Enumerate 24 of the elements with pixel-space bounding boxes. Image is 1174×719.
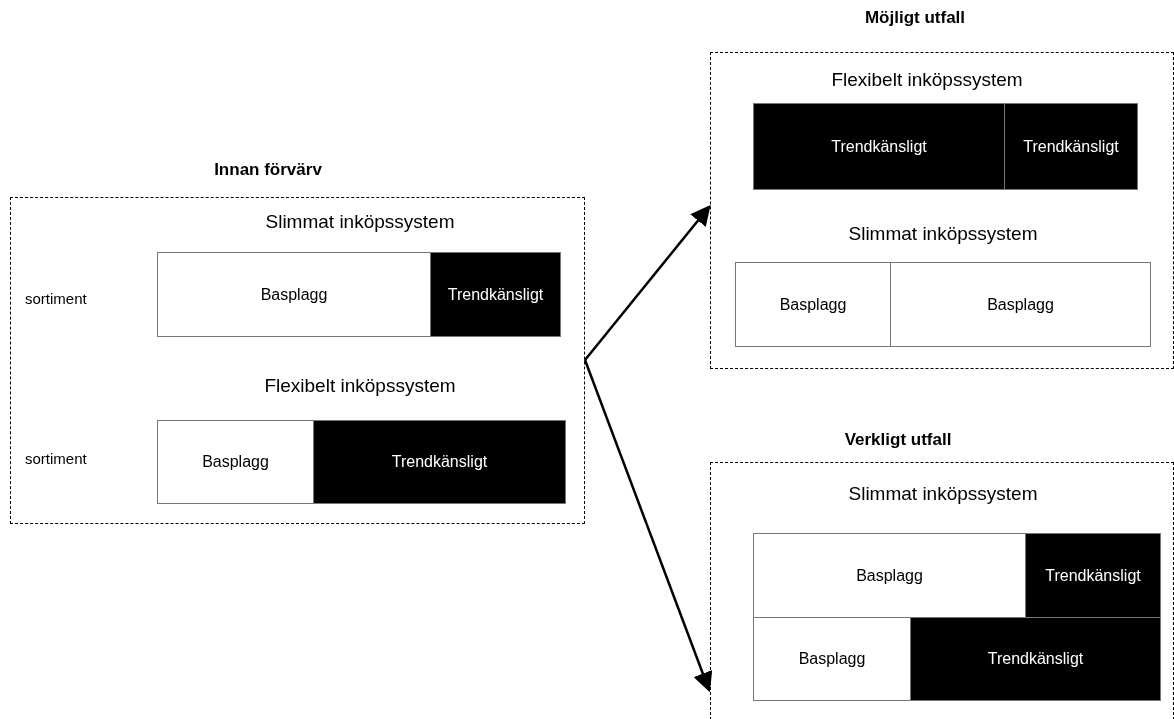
bar-segment: Trendkänsligt: [313, 420, 566, 504]
bar-segment: Basplagg: [157, 420, 314, 504]
section-title: Slimmat inköpssystem: [265, 211, 455, 233]
section-title: Flexibelt inköpssystem: [831, 69, 1023, 91]
bar-segment: Trendkänsligt: [753, 103, 1005, 190]
bar-segment: Trendkänsligt: [910, 617, 1161, 701]
bar-segment: Basplagg: [753, 617, 911, 701]
group-heading: Innan förvärv: [214, 160, 322, 180]
group-heading: Möjligt utfall: [864, 8, 966, 28]
row-label: sortiment: [25, 450, 87, 467]
arrow: [583, 359, 713, 693]
bar-segment: Basplagg: [890, 262, 1151, 347]
arrow: [584, 205, 711, 361]
section-title: Flexibelt inköpssystem: [264, 375, 456, 397]
section-title: Slimmat inköpssystem: [848, 223, 1038, 245]
bar-segment: Trendkänsligt: [1025, 533, 1161, 618]
bar-segment: Trendkänsligt: [430, 252, 561, 337]
section-title: Slimmat inköpssystem: [848, 483, 1038, 505]
bar-segment: Trendkänsligt: [1004, 103, 1138, 190]
bar-segment: Basplagg: [157, 252, 431, 337]
group-heading: Verkligt utfall: [844, 430, 952, 450]
bar-segment: Basplagg: [735, 262, 891, 347]
bar-segment: Basplagg: [753, 533, 1026, 618]
row-label: sortiment: [25, 290, 87, 307]
